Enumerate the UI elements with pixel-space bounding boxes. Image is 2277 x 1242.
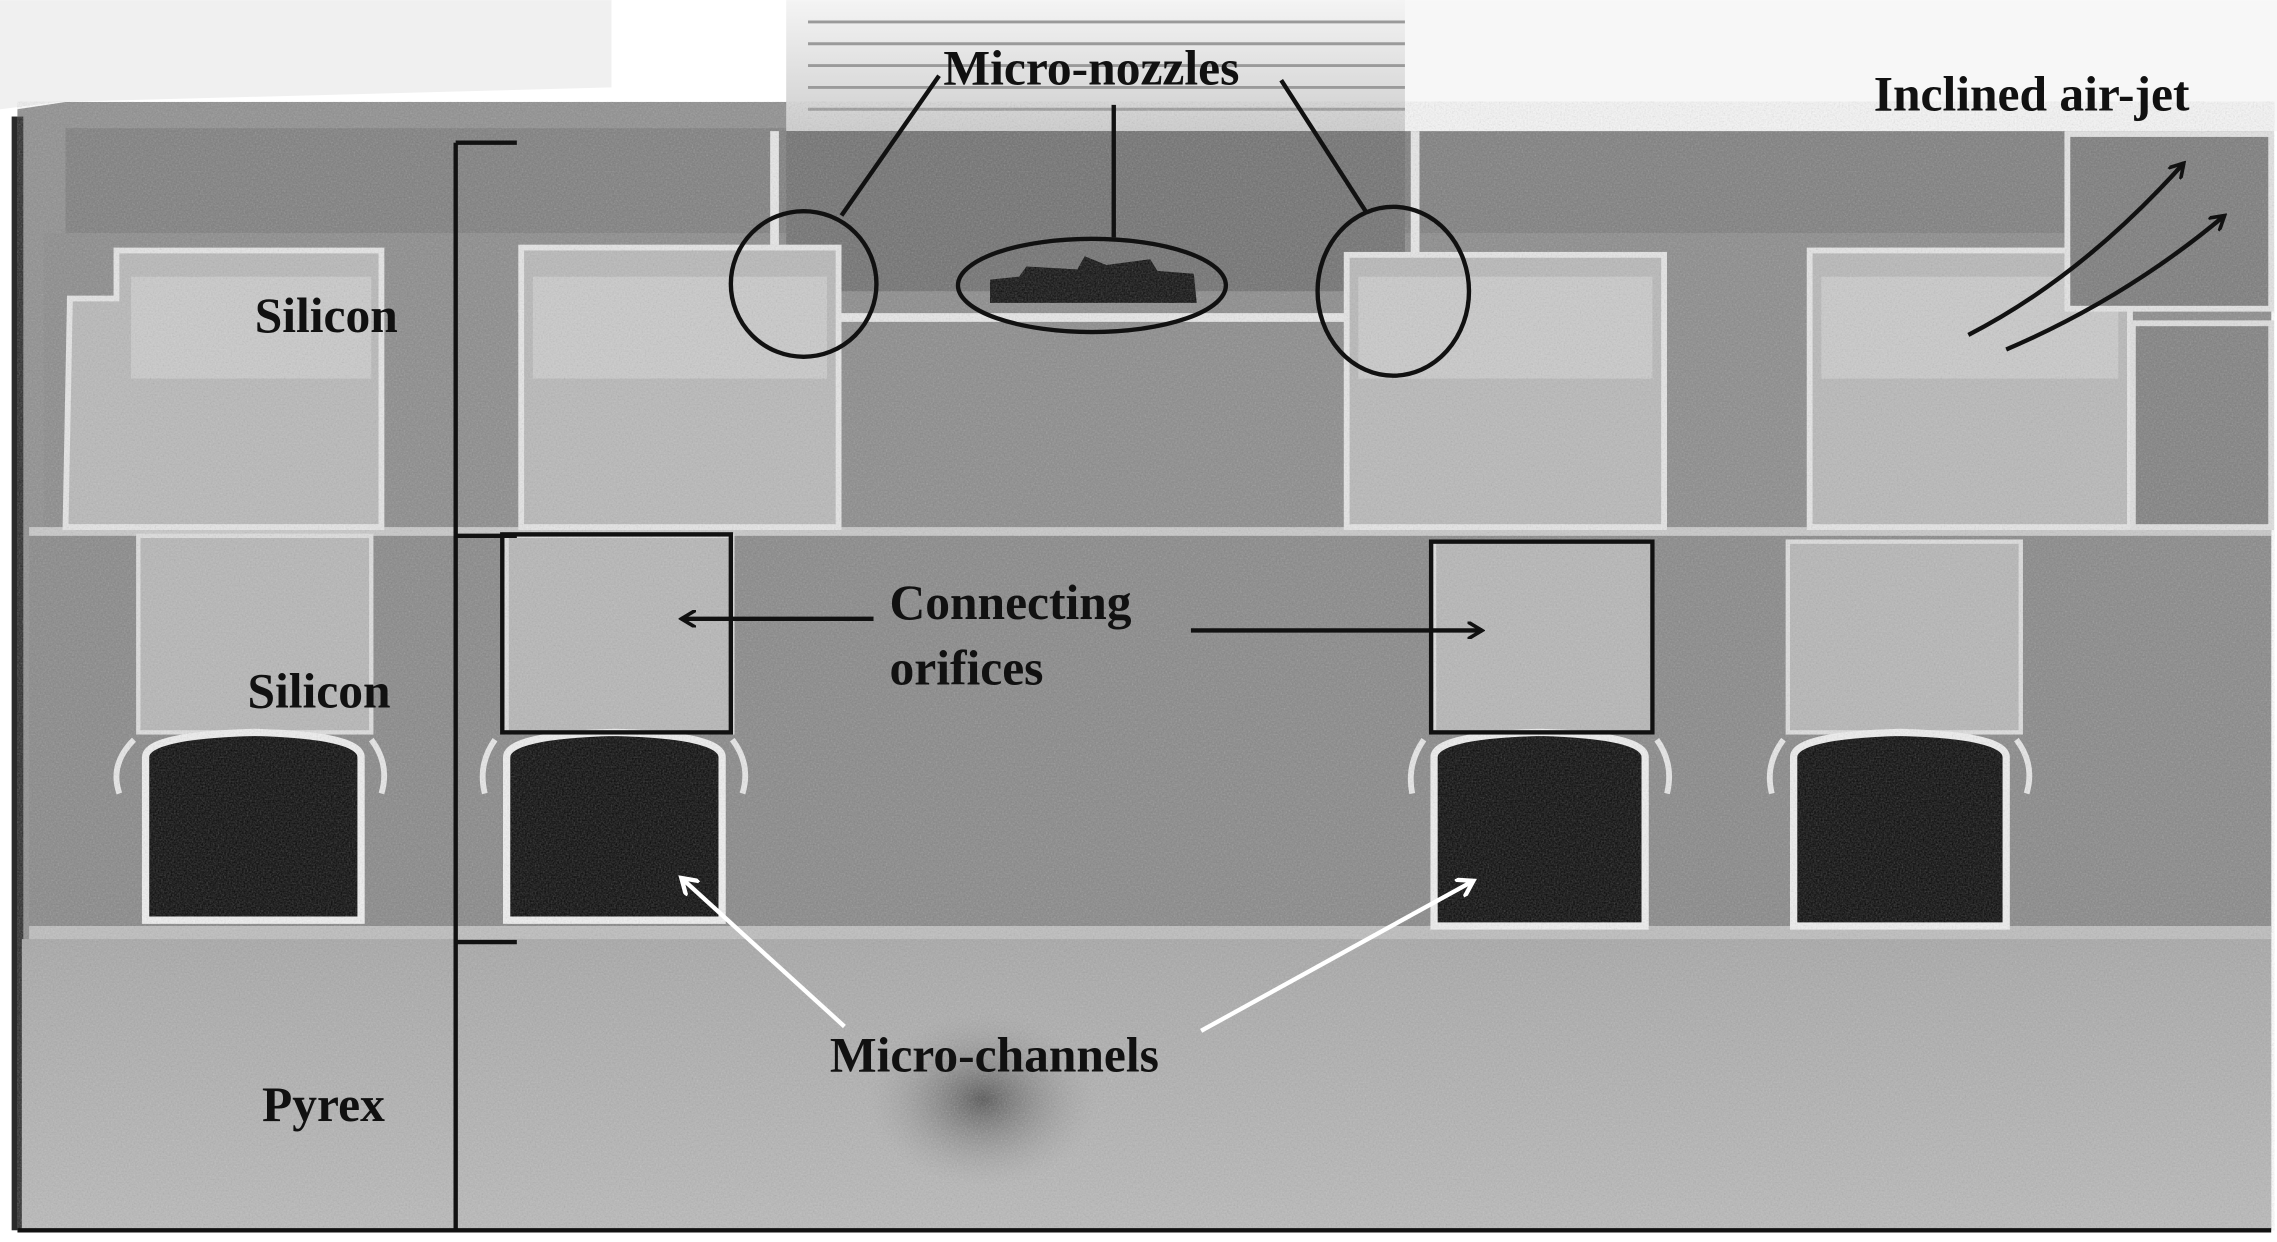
orifice-box-right <box>1428 539 1655 735</box>
orifice-box-left <box>500 532 734 735</box>
label-inclined-air-jet: Inclined air-jet <box>1874 67 2190 122</box>
annotations <box>453 74 2225 1231</box>
label-silicon-bottom: Silicon <box>248 664 391 719</box>
label-silicon-top: Silicon <box>255 288 398 343</box>
nozzle-circle-right <box>1315 204 1472 378</box>
label-micro-channels: Micro-channels <box>830 1028 1159 1083</box>
label-pyrex: Pyrex <box>262 1077 385 1132</box>
label-connecting: Connecting <box>890 575 1132 630</box>
label-micro-nozzles: Micro-nozzles <box>943 41 1239 96</box>
label-orifices: orifices <box>890 640 1044 695</box>
nozzle-circle-center <box>955 236 1229 335</box>
nozzle-circle-left <box>728 208 879 359</box>
